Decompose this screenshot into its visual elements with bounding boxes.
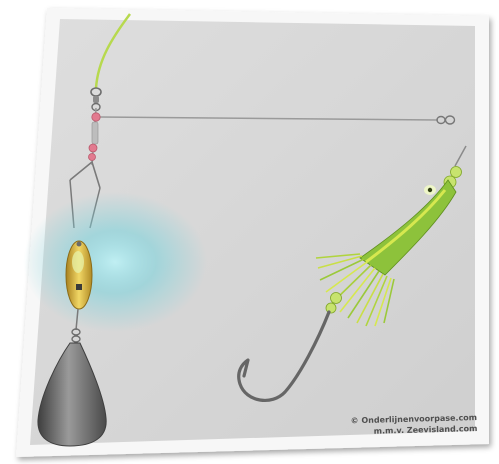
copyright-credit: © Onderlijnenvoorpase.com m.m.v. Zeevisl…	[350, 412, 477, 437]
spinner-blade-icon	[66, 241, 92, 309]
glow-effect	[23, 192, 207, 332]
